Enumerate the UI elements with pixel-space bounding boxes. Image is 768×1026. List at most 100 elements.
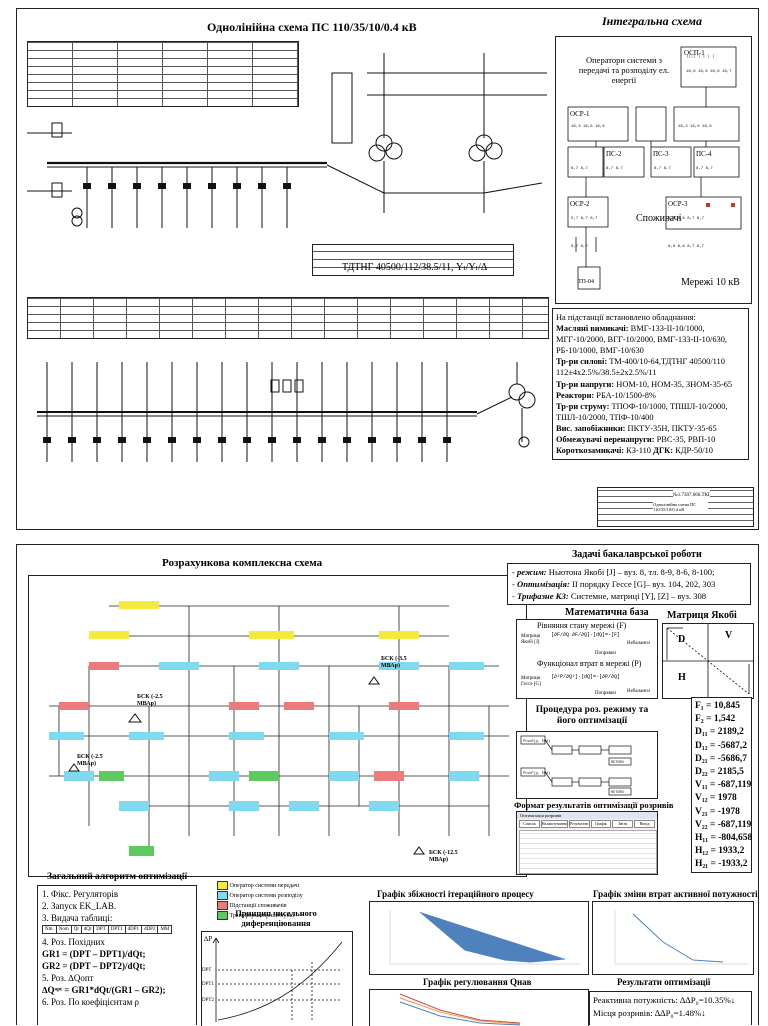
algo-step: 6. Роз. По коефіцієнтам ρ: [42, 997, 140, 1007]
values-list: F₁ = 10,845 F₂ = 1,542 D₁₁ = 2189,2 D₁₂ …: [691, 697, 752, 873]
tasks-title: Задачі бакалаврської роботи: [572, 549, 702, 560]
svg-text:8,7 8,7: 8,7 8,7: [606, 167, 623, 171]
value-item: V₂₂ = -687,119: [695, 819, 752, 830]
algo-table-cell: dQt: [80, 925, 95, 934]
single-line-diagram-lower: [37, 362, 536, 462]
equipment-item: Короткозамикачі: КЗ-110 ДГК: КДР-50/10: [556, 446, 713, 456]
legend-swatch-cyan: [217, 890, 228, 900]
algo-table-cell: MM: [157, 925, 173, 934]
equipment-list: На підстанції встановлено обладнання: Ма…: [552, 308, 749, 460]
algo-table: Nm. Nom Qt dQt DPT DPT1 dDP1 dDP2 MM: [42, 925, 173, 934]
procedure-title: Процедура роз. режиму та його оптимізаці…: [535, 705, 649, 726]
complex-scheme-title: Розрахункова комплексна схема: [162, 557, 323, 569]
graph3-title: Графік регулювання Qнав: [423, 977, 532, 987]
svg-text:8,7 8,7: 8,7 8,7: [571, 245, 588, 249]
integral-node-osp1: ОСП-1: [684, 49, 705, 57]
svg-text:16,3 16,6 16,6: 16,3 16,6 16,6: [678, 125, 712, 129]
jacobi-label-d: D: [678, 634, 686, 645]
state-eq-title: Рівняння стану мережі (F): [537, 621, 627, 630]
bsk-label-4: БСК (-12.5 МВАр): [429, 850, 458, 863]
sheet-calculation: Розрахункова комплексна схема: [16, 544, 759, 1026]
nonbalance-label: Небаланси: [627, 641, 650, 646]
results-title: Результати оптимізації: [617, 977, 711, 987]
tasks-box: - режим: Ньютона Якобі [J] – вуз. 8, тл.…: [507, 563, 751, 605]
integral-node-ps3: ПС-3: [653, 150, 669, 158]
jacobi-matrix-drawing: [663, 624, 753, 698]
graph1-title: Графік збіжності ітераційного процесу: [377, 889, 534, 899]
graph-losses: [592, 901, 754, 975]
results-box: Реактивна потужність: ∆∆P₀=10.35%↓ Місця…: [589, 991, 752, 1025]
svg-text:8,7 8,7: 8,7 8,7: [696, 167, 713, 171]
svg-text:ProcP(p, EPS): ProcP(p, EPS): [523, 771, 550, 776]
svg-text:|||| | | | |: |||| | | | |: [686, 54, 715, 59]
svg-text:16,6 16,6 16,6 16,7: 16,6 16,6 16,6 16,7: [686, 70, 732, 74]
result-item: Місця розривів: ∆∆P₀=1.48%↓: [593, 1008, 706, 1018]
algo-table-cell: Qt: [70, 925, 82, 934]
value-item: F₂ = 1,542: [695, 714, 736, 725]
window-tab[interactable]: Список: [519, 820, 540, 828]
window-tab[interactable]: Графік: [590, 820, 612, 828]
window-tab[interactable]: Налаштування: [540, 820, 568, 828]
window-tab[interactable]: Звіти: [612, 820, 634, 828]
value-item: D₂₂ = 2185,5: [695, 767, 744, 778]
diff-chart-drawing: [212, 937, 343, 1022]
graph-losses-drawing: [614, 910, 748, 965]
algorithm-box: 1. Фікс. Регуляторів 2. Запуск EK_LAB. 3…: [37, 885, 197, 1025]
corrections-label-2: Поправки: [595, 691, 616, 696]
svg-text:8,7 8,7: 8,7 8,7: [571, 167, 588, 171]
integral-node-osr3: ОСР-3: [668, 200, 688, 208]
integral-node-ps4: ПС-4: [696, 150, 712, 158]
algo-table-cell: dDP1: [124, 925, 143, 934]
equipment-item: Тр-ри силові: ТМ-400/10-64,ТДТНГ 40500/1…: [556, 357, 725, 378]
result-item: Реактивна потужність: ∆∆P₀=10.35%↓: [593, 995, 736, 1005]
single-line-diagram-upper: [27, 53, 547, 228]
graph2-title: Графік зміни втрат активної потужності: [593, 889, 758, 899]
bsk-label-1: БСК (-2.5 МВАр): [137, 694, 163, 707]
single-line-title: Однолінійна схема ПС 110/35/10/0.4 кВ: [207, 20, 417, 34]
legend-swatch-green: [217, 910, 228, 920]
algo-table-cell: DPT: [93, 925, 109, 934]
graph-convergence-drawing: [389, 910, 580, 965]
window-tab[interactable]: Вихід: [634, 820, 655, 828]
legend-item: Підстанції споживачів: [217, 900, 303, 911]
jacobi-title: Матриця Якобі: [667, 610, 737, 621]
svg-text:8,8 8,8 8,7 8,7: 8,8 8,8 8,7 8,7: [668, 217, 705, 221]
integral-scheme-drawing: |||| | | | | 16,6 16,6 16,6 16,7 16,3 16…: [567, 46, 742, 290]
algo-step: 4. Роз. Похідних: [42, 937, 105, 947]
integral-node-osr2: ОСР-2: [570, 200, 590, 208]
jacobi-matrix: D V H: [662, 623, 754, 699]
value-item: V₁₂ = 1978: [695, 793, 737, 804]
integral-operators-label: Оператори системи з передачі та розподіл…: [578, 55, 670, 85]
complex-scheme: БСК (-2.5 МВАр) БСК (-2.5 МВАр) БСК (-3.…: [28, 575, 527, 877]
integral-scheme: |||| | | | | 16,6 16,6 16,6 16,7 16,3 16…: [555, 36, 752, 304]
algo-step: 3. Видача таблиці:: [42, 913, 113, 923]
color-legend: Оператор системи передачі Оператор систе…: [217, 881, 303, 921]
svg-text:16,3 16,6 16,6: 16,3 16,6 16,6: [571, 125, 605, 129]
task-item: - режим: Ньютона Якобі [J] – вуз. 8, тл.…: [512, 567, 715, 577]
svg-text:RETURN: RETURN: [611, 761, 624, 765]
title-stamp: №1.7307.666.ТКІ Однолінійна схема ПС 110…: [597, 487, 754, 527]
math-box: Рівняння стану мережі (F) Матриця Якобі …: [516, 619, 658, 699]
diff-label-dpt2: DPT2: [202, 998, 214, 1003]
diff-chart: ∆P DPT DPT1 DPT2: [201, 931, 353, 1026]
nonbalance-label-2: Небаланси: [627, 689, 650, 694]
algo-step: ∆Qᵒᵖᵗ = GR1*dQt/(GR1 – GR2);: [42, 985, 166, 995]
procedure-flow: ProcR(p, EPS) RETURN ProcP(p, EPS) RETUR…: [516, 731, 658, 799]
results-window: Оптимізація розривів Список Налаштування…: [516, 811, 658, 875]
algo-table-cell: Nm.: [42, 925, 57, 934]
value-item: H₂₁ = -1933,2: [695, 859, 748, 870]
algo-step: 2. Запуск EK_LAB.: [42, 901, 117, 911]
value-item: H₁₁ = -804,658: [695, 833, 753, 844]
jacobi-label-h: H: [678, 672, 686, 683]
window-tab[interactable]: Результати: [568, 820, 590, 828]
legend-swatch-yellow: [217, 881, 228, 890]
integral-consumers-label: Споживачі: [636, 213, 682, 224]
equipment-item: Тр-ри напруги: НОМ-10, НОМ-35, ЗНОМ-35-6…: [556, 379, 733, 400]
svg-text:5,7 8,7 8,7: 5,7 8,7 8,7: [571, 217, 598, 221]
stamp-code: №1.7307.666.ТКІ: [673, 490, 710, 501]
loss-func-title: Функціонал втрат в мережі (P): [537, 659, 642, 668]
legend-item: Оператор системи передачі: [217, 881, 303, 891]
value-item: V₁₁ = -687,119: [695, 780, 752, 791]
algo-table-cell: dDP2: [141, 925, 159, 934]
svg-text:RETURN: RETURN: [611, 791, 624, 795]
